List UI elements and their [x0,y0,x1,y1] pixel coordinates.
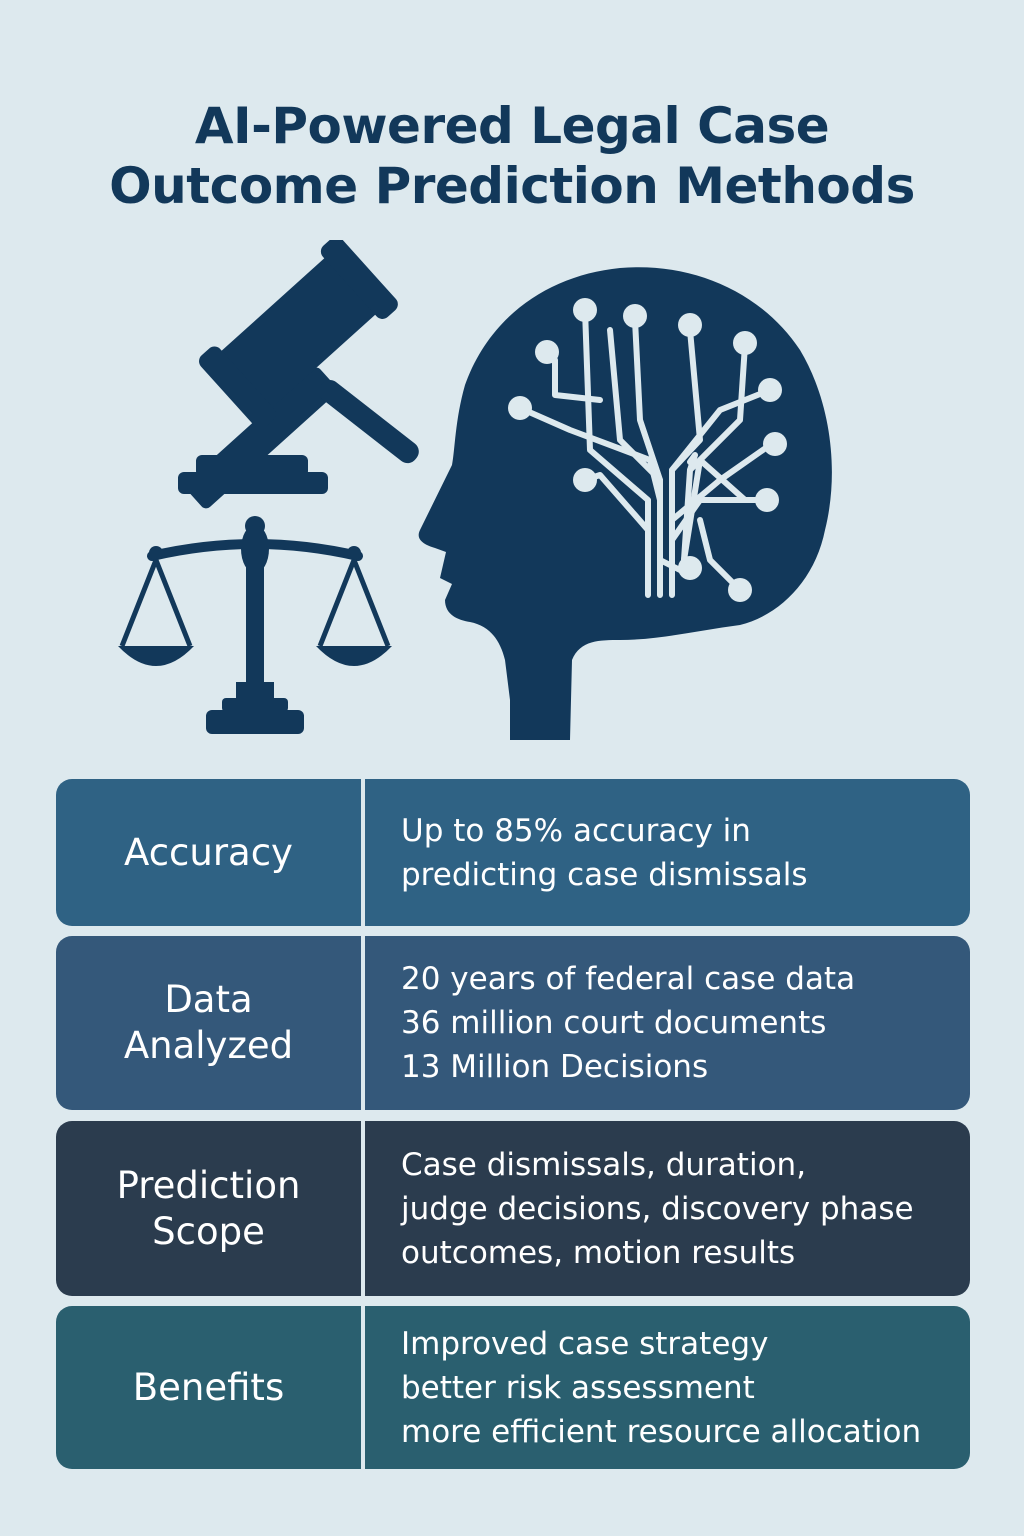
scales-of-justice-icon [118,516,392,734]
title-line-1: AI-Powered Legal Case [194,96,830,155]
row-value-line: predicting case dismissals [401,856,808,893]
row-benefits: Benefits Improved case strategy better r… [56,1306,970,1469]
row-value-line: 13 Million Decisions [401,1049,709,1085]
illustration [118,240,832,740]
row-label-text: Benefits [132,1365,285,1409]
row-prediction-scope: Prediction Scope Case dismissals, durati… [56,1121,970,1296]
row-value: Case dismissals, duration, judge decisio… [365,1121,970,1296]
row-label: Benefits [56,1306,365,1469]
row-value-line: better risk assessment [401,1369,755,1406]
row-data-analyzed: Data Analyzed 20 years of federal case d… [56,936,970,1110]
page-title: AI-Powered Legal Case Outcome Prediction… [0,96,1024,216]
row-value-line: Up to 85% accuracy in [401,812,751,849]
row-value-line: judge decisions, discovery phase [401,1190,914,1227]
row-value-line: more efficient resource allocation [401,1413,922,1450]
row-label: Prediction Scope [56,1121,365,1296]
row-label-text: Accuracy [124,830,293,874]
row-value: Improved case strategy better risk asses… [365,1306,970,1469]
row-value: 20 years of federal case data 36 million… [365,936,970,1110]
row-label-text: Data Analyzed [123,978,294,1067]
row-accuracy: Accuracy Up to 85% accuracy in predictin… [56,779,970,926]
title-line-2: Outcome Prediction Methods [109,156,915,215]
row-value-line: Case dismissals, duration, [401,1146,807,1183]
gavel-icon [178,240,419,509]
row-value-line: 20 years of federal case data [401,961,856,997]
row-value: Up to 85% accuracy in predicting case di… [365,779,970,926]
row-value-line: outcomes, motion results [401,1234,796,1271]
row-label: Data Analyzed [56,936,365,1110]
row-value-line: Improved case strategy [401,1325,769,1362]
row-label-text: Prediction Scope [116,1163,301,1253]
ai-head-circuit-icon [418,267,832,740]
row-value-line: 36 million court documents [401,1005,827,1041]
row-label: Accuracy [56,779,365,926]
